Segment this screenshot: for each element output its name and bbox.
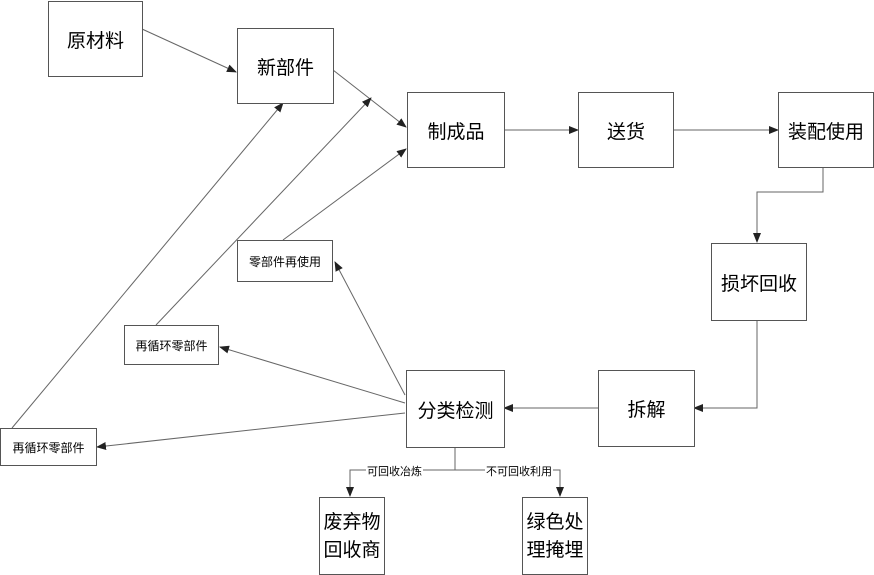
edge-label-non-recyclable: 不可回收利用 (485, 463, 553, 479)
edge-sort-to-recycled-a (219, 345, 406, 404)
node-new-parts-label: 新部件 (256, 56, 314, 79)
node-waste-line2: 回收商 (323, 539, 381, 561)
node-raw-material: 原材料 (48, 1, 143, 77)
node-finished-product: 制成品 (407, 92, 505, 168)
node-damage-recovery: 损坏回收 (711, 243, 807, 321)
edge-reuse-to-finished (282, 148, 407, 241)
node-parts-reuse-label: 零部件再使用 (248, 254, 321, 269)
edge-sort-to-parts-reuse (334, 261, 406, 396)
node-green-landfill: 绿色处 理掩埋 (522, 497, 588, 575)
edge-new-to-finished (332, 69, 407, 128)
node-waste-recycler: 废弃物 回收商 (319, 497, 385, 575)
node-delivery: 送货 (578, 92, 674, 168)
edge-raw-to-new (141, 28, 237, 73)
node-raw-material-label: 原材料 (66, 29, 124, 52)
node-finished-product-label: 制成品 (427, 120, 485, 143)
node-recycled-parts-a: 再循环零部件 (124, 325, 219, 365)
edge-damage-to-disassembly (693, 320, 758, 412)
node-recycled-parts-a-label: 再循环零部件 (135, 338, 208, 353)
edge-label-recyclable-smelting: 可回收冶炼 (366, 463, 423, 479)
node-green-line1: 绿色处 (526, 511, 584, 533)
node-parts-reuse: 零部件再使用 (237, 240, 333, 282)
node-sort-inspect: 分类检测 (406, 370, 505, 448)
node-new-parts: 新部件 (237, 28, 334, 104)
node-recycled-parts-b-label: 再循环零部件 (12, 440, 85, 455)
node-recycled-parts-b: 再循环零部件 (0, 428, 97, 466)
node-green-line2: 理掩埋 (526, 539, 584, 561)
node-waste-line1: 废弃物 (323, 511, 381, 533)
node-assembly-use: 装配使用 (778, 92, 874, 168)
node-damage-recovery-label: 损坏回收 (720, 272, 797, 295)
node-assembly-use-label: 装配使用 (787, 120, 864, 143)
node-delivery-label: 送货 (606, 120, 645, 143)
edge-recycled-b-to-new (11, 102, 284, 429)
edge-sort-to-recycled-b (96, 412, 406, 450)
node-disassembly: 拆解 (598, 370, 695, 447)
node-sort-inspect-label: 分类检测 (417, 399, 494, 422)
edge-assembly-to-damage (753, 168, 824, 243)
edge-recycled-a-to-finished (155, 97, 372, 326)
node-disassembly-label: 拆解 (627, 399, 666, 421)
